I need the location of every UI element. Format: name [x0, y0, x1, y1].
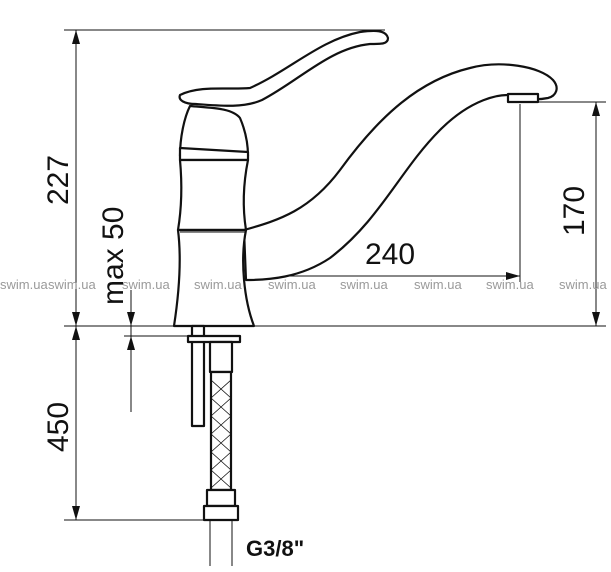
thread-size-label: G3/8": [246, 536, 304, 561]
watermark: swim.ua: [559, 277, 607, 292]
faucet-base: [172, 228, 256, 328]
max-thickness-label: max 50: [97, 207, 130, 305]
spout-reach-label: 240: [365, 238, 415, 271]
watermark: swim.ua: [48, 277, 96, 292]
hose-length-label: 450: [42, 402, 75, 452]
watermark: swim.ua: [414, 277, 462, 292]
hose-fitting-bottom: [205, 488, 237, 508]
watermark-row: swim.ua swim.ua swim.ua swim.ua swim.ua …: [0, 277, 607, 292]
hose-nut: [202, 504, 240, 522]
mounting-and-hoses: [186, 324, 242, 566]
aerator: [506, 92, 540, 104]
faucet-body: [176, 158, 250, 232]
hose-fitting-top: [208, 340, 234, 374]
faucet: [172, 29, 558, 328]
watermark: swim.ua: [194, 277, 242, 292]
lever-handle: [178, 29, 390, 107]
watermark: swim.ua: [0, 277, 48, 292]
handle-cap: [178, 104, 250, 158]
dimension-lines: [64, 29, 606, 521]
hose-braid-pattern: [210, 379, 232, 489]
watermark: swim.ua: [486, 277, 534, 292]
spout-height-label: 170: [558, 186, 591, 236]
spout: [242, 63, 558, 282]
watermark: swim.ua: [268, 277, 316, 292]
mounting-stud: [190, 324, 206, 428]
watermark: swim.ua: [122, 277, 170, 292]
watermark: swim.ua: [340, 277, 388, 292]
total-height-label: 227: [42, 155, 75, 205]
